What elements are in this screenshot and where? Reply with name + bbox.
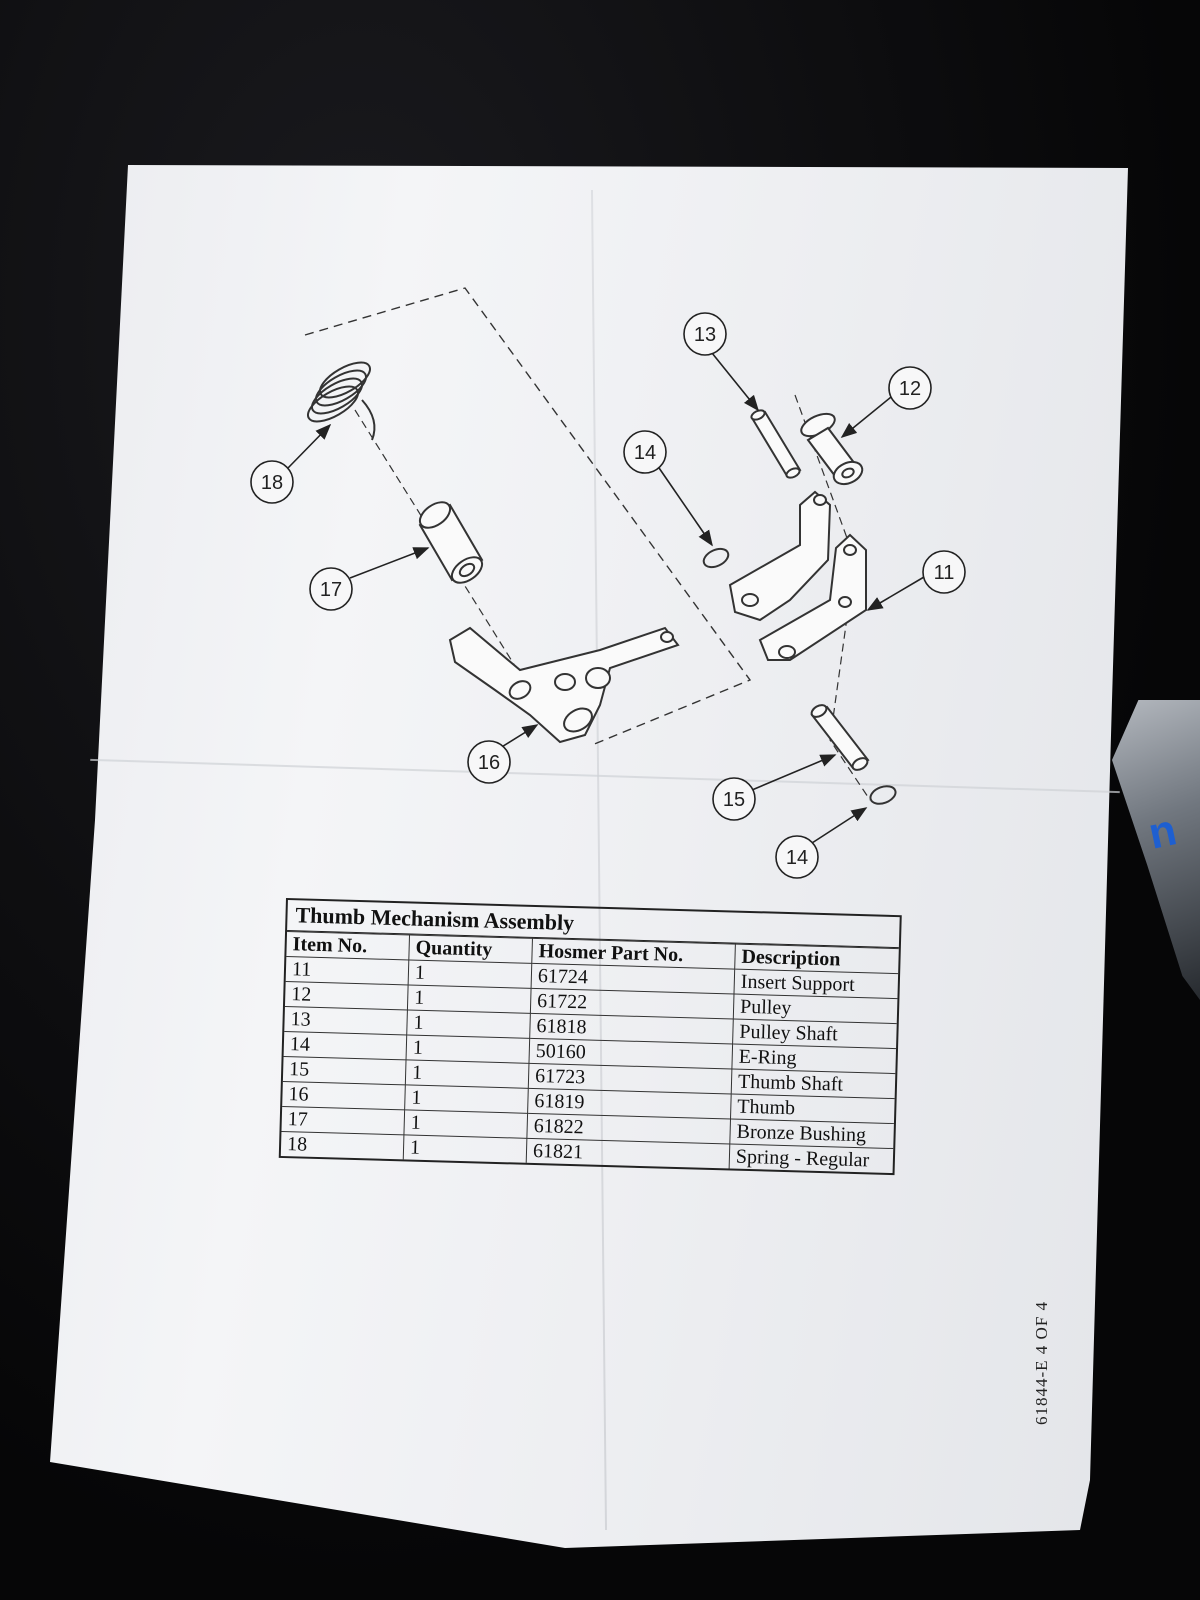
cell-description: Thumb Shaft xyxy=(731,1069,896,1099)
cell-quantity: 1 xyxy=(406,1034,530,1064)
e-ring-part xyxy=(702,547,897,805)
callout-13: 13 xyxy=(683,312,727,356)
callout-15: 15 xyxy=(712,777,756,821)
cell-item-no: 12 xyxy=(284,981,409,1010)
cell-quantity: 1 xyxy=(403,1134,527,1163)
cell-quantity: 1 xyxy=(408,959,532,989)
svg-text:18: 18 xyxy=(261,472,283,494)
svg-text:17: 17 xyxy=(320,579,342,601)
axis-dashed-line xyxy=(354,409,531,691)
svg-text:15: 15 xyxy=(723,789,745,811)
callout-18: 18 xyxy=(250,460,294,504)
leader-arrow-15 xyxy=(751,754,837,791)
cell-item-no: 17 xyxy=(281,1106,405,1135)
cell-description: Pulley Shaft xyxy=(732,1019,897,1049)
cell-quantity: 1 xyxy=(405,1059,529,1089)
pulley-shaft-part xyxy=(750,409,802,479)
cell-part-no: 61821 xyxy=(526,1138,730,1169)
cell-item-no: 18 xyxy=(280,1131,404,1160)
thumb-shaft-part xyxy=(810,704,870,771)
callout-14-upper: 14 xyxy=(623,430,667,474)
svg-text:16: 16 xyxy=(478,752,500,774)
parts-grid: Item No. Quantity Hosmer Part No. Descri… xyxy=(280,931,899,1174)
svg-text:11: 11 xyxy=(934,562,955,584)
cell-item-no: 11 xyxy=(285,956,409,985)
leader-arrow-16 xyxy=(499,724,539,749)
leader-arrow-14b xyxy=(811,807,868,844)
cell-description: Thumb xyxy=(730,1094,895,1124)
cell-description: Bronze Bushing xyxy=(729,1118,894,1149)
cell-item-no: 15 xyxy=(282,1056,407,1085)
parts-table: Thumb Mechanism Assembly Item No. Quanti… xyxy=(278,898,902,1176)
svg-text:14: 14 xyxy=(634,442,656,464)
pulley-part xyxy=(800,412,864,486)
cell-quantity: 1 xyxy=(404,1084,529,1114)
callout-16: 16 xyxy=(467,740,511,784)
cell-description: Insert Support xyxy=(733,969,899,999)
leader-arrow-14a xyxy=(656,464,713,547)
svg-text:14: 14 xyxy=(786,847,808,869)
header-description: Description xyxy=(734,944,899,974)
svg-text:12: 12 xyxy=(899,378,921,400)
leader-arrow-17 xyxy=(349,547,430,579)
cell-quantity: 1 xyxy=(407,984,532,1014)
cell-quantity: 1 xyxy=(406,1009,531,1039)
spring-part xyxy=(307,361,376,441)
leader-arrow-12 xyxy=(840,392,897,439)
cell-item-no: 16 xyxy=(282,1081,406,1110)
thumb-part xyxy=(448,626,680,744)
header-item-no: Item No. xyxy=(286,931,410,960)
callout-11: 11 xyxy=(922,550,966,594)
insert-support-part xyxy=(728,490,867,661)
cell-quantity: 1 xyxy=(403,1109,528,1139)
leader-arrow-11 xyxy=(866,576,925,611)
leader-arrow-18 xyxy=(287,423,332,469)
document-code: 61844-E 4 OF 4 xyxy=(1032,1300,1051,1425)
leader-arrow-13 xyxy=(711,352,760,412)
svg-text:13: 13 xyxy=(694,324,716,346)
cell-description: Pulley xyxy=(733,994,898,1024)
callout-12: 12 xyxy=(888,366,932,410)
cell-description: Spring - Regular xyxy=(729,1143,894,1174)
callout-14-lower: 14 xyxy=(775,835,819,879)
bushing-part xyxy=(418,501,484,584)
cell-item-no: 14 xyxy=(283,1031,407,1060)
header-quantity: Quantity xyxy=(408,934,533,964)
cell-item-no: 13 xyxy=(284,1006,408,1035)
callout-17: 17 xyxy=(309,567,353,611)
cell-description: E-Ring xyxy=(731,1044,897,1074)
axis-dashed-line xyxy=(794,394,871,801)
assembly-dashed-outline xyxy=(304,287,752,746)
